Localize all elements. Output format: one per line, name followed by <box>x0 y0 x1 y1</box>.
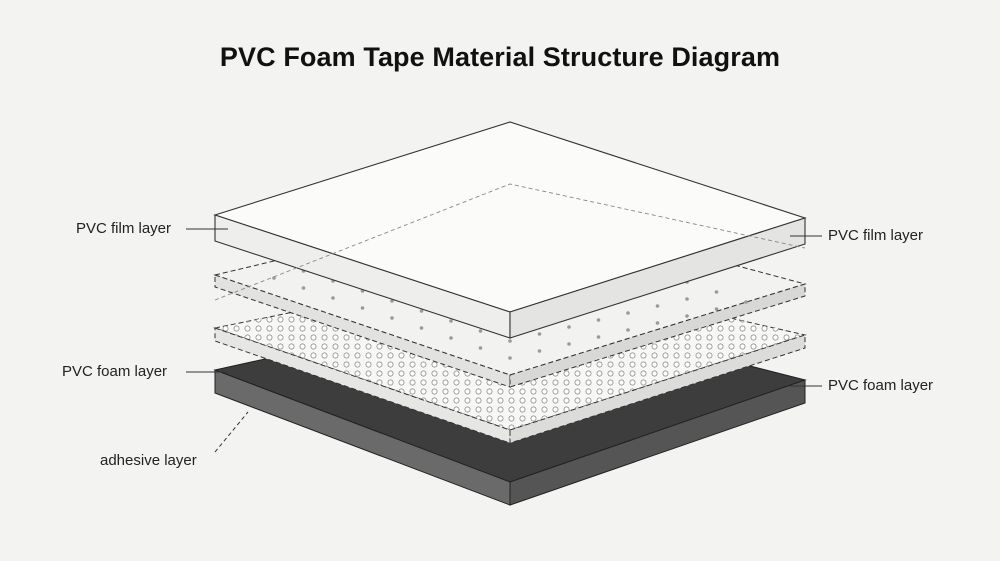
dot <box>419 309 424 313</box>
label-adhesive-layer: adhesive layer <box>100 452 197 469</box>
dot <box>478 329 483 333</box>
dot <box>626 328 630 332</box>
label-left-pvc-foam-layer: PVC foam layer <box>62 363 168 380</box>
label-right-pvc-film-layer: PVC film layer <box>828 227 924 244</box>
dot <box>508 339 512 343</box>
top-film-layer <box>213 121 807 339</box>
dot <box>567 342 571 346</box>
dot <box>419 326 424 330</box>
dot <box>449 319 453 323</box>
dot <box>685 314 689 318</box>
dot <box>537 332 542 336</box>
dot <box>272 276 276 280</box>
dot <box>537 349 542 353</box>
label-left-pvc-film-layer: PVC film layer <box>76 220 172 237</box>
dot <box>655 321 660 325</box>
leader-adhesive <box>214 411 249 453</box>
dot <box>449 336 453 340</box>
dot <box>626 311 630 315</box>
dot <box>714 290 719 294</box>
dot <box>596 335 601 339</box>
dot <box>301 286 306 290</box>
dot <box>714 307 719 311</box>
dot <box>685 297 689 301</box>
dot <box>390 316 394 320</box>
dot <box>331 296 335 300</box>
dot <box>655 304 660 308</box>
dot <box>360 306 365 310</box>
dot <box>596 318 601 322</box>
dot <box>567 325 571 329</box>
dot <box>478 346 483 350</box>
label-right-pvc-foam-layer: PVC foam layer <box>828 377 934 394</box>
diagram-title: PVC Foam Tape Material Structure Diagram <box>219 42 781 72</box>
leader-lines <box>186 228 822 453</box>
dot <box>508 356 512 360</box>
dot <box>744 300 748 304</box>
dot <box>390 299 394 303</box>
